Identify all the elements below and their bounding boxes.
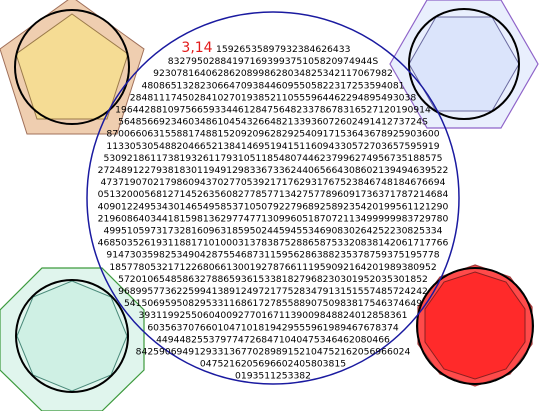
decagon-circle [416, 267, 534, 385]
pi-digit-line: 0193511253382 [235, 371, 311, 382]
hexagon-circle [408, 8, 520, 120]
inscribed-decagon [424, 271, 526, 380]
pi-digit-line: 9230781640628620899862803482534211706798… [153, 68, 393, 79]
pi-digit-line: 5415069595082953311686172785588907509838… [124, 298, 422, 309]
pi-digit-line: 4685035261931188171010003137838752886587… [98, 238, 449, 249]
pi-digits-block: 3,14 15926535897932384626433832795028841… [98, 40, 449, 382]
pi-digit-line: 5648566923460348610454326648213393607260… [118, 117, 428, 128]
pi-digit-line: 6035637076601047101819429555961989467678… [147, 322, 399, 333]
pi-digit-line: 5309218611738193261179310511854807446237… [103, 153, 442, 164]
pi-digit-line: 8700660631558817488152092096282925409171… [106, 129, 439, 140]
pi-digit-line: 4808651328230664709384460955058223172535… [141, 80, 404, 91]
pi-digit-line: 9689957736225994138912497217752834791315… [118, 286, 428, 297]
octagon-circle [15, 279, 129, 393]
pi-digit-line: 0513200056812714526356082778577134275778… [98, 189, 449, 200]
pi-digit-line: 2724891227938183011949129833673362440656… [98, 165, 449, 176]
pi-digit-line: 0475216205696602405803815 [200, 359, 346, 370]
pi-digit-line: 1857780532171226806613001927876611195909… [109, 262, 436, 273]
pentagon-approximation [0, 0, 145, 135]
inscribed-pentagon [15, 13, 129, 120]
pi-digit-line: 4995105973173281609631859502445945534690… [103, 226, 442, 237]
pi-digit-line: 1964428810975665933446128475648233786783… [115, 105, 431, 116]
pi-digit-line: 4090122495343014654958537105079227968925… [98, 201, 449, 212]
central-pi-circle [86, 11, 460, 385]
pi-digit-line: 2848111745028410270193852110555964462294… [130, 92, 417, 103]
pi-digit-line: 9147303598253490428755468731159562863882… [106, 250, 439, 261]
pi-digit-line: 15926535897932384626433 [216, 44, 351, 55]
pi-digit-line: 1133053054882046652138414695194151160943… [106, 141, 439, 152]
pentagon-circle [14, 9, 130, 125]
pi-digit-line: 4494482553797747268471040475346462080466 [156, 334, 390, 345]
pi-digit-line: 5720106548586327886593615338182796823030… [118, 274, 428, 285]
pi-digit-line: 4737190702179860943702770539217176293176… [101, 177, 446, 188]
pi-digit-line: 2196086403441815981362977477130996051870… [98, 213, 449, 224]
pi-digit-line: 3931199255060400927701671139009848824012… [139, 310, 408, 321]
pi-head: 3,14 [181, 40, 212, 56]
pi-digit-line: 83279502884197169399375105820974944S [168, 56, 379, 67]
decagon-approximation [416, 264, 534, 387]
octagon-approximation [0, 267, 145, 411]
hexagon-approximation [389, 0, 539, 129]
inscribed-octagon [16, 280, 128, 392]
pi-digit-line: 8425906949129331367702898915210475216205… [136, 347, 411, 358]
